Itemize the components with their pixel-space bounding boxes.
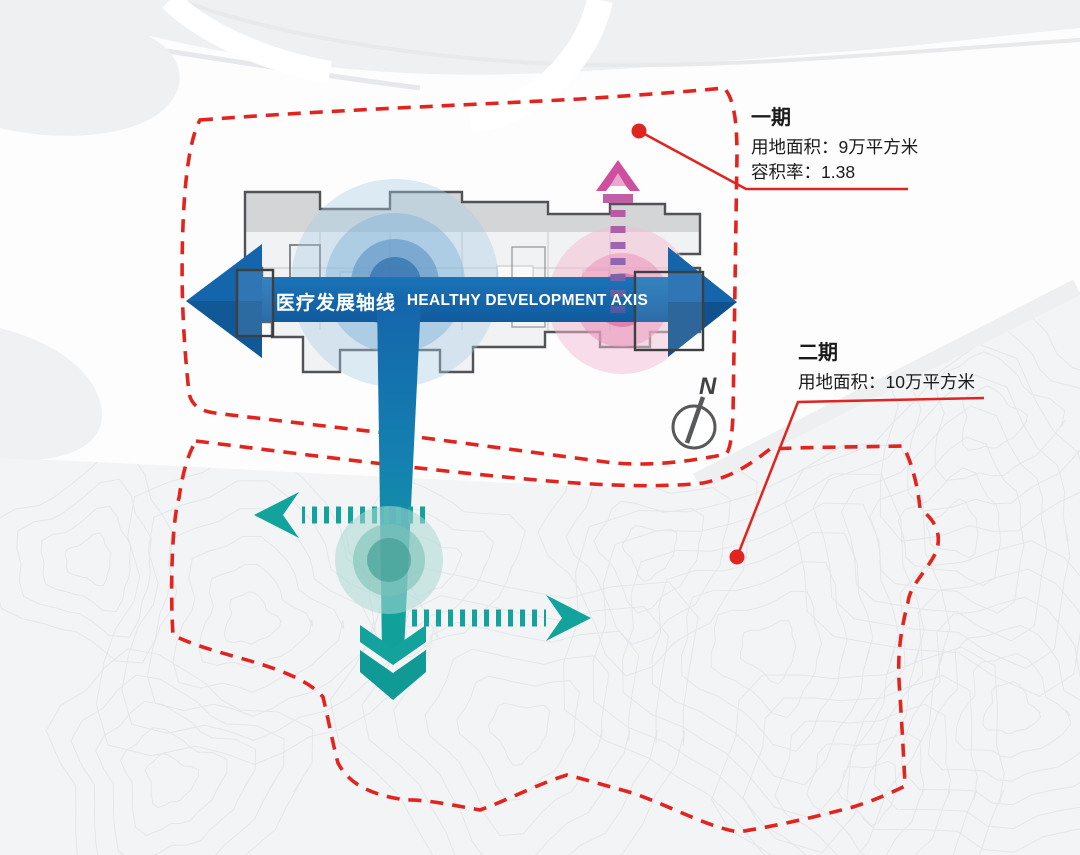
phase1-title: 一期: [751, 107, 791, 129]
terrain-panel: [0, 295, 1080, 855]
growth-arrowhead-inner: [610, 173, 626, 186]
phase2-land-area: 用地面积：10万平方米: [798, 372, 975, 392]
axis-bar: [260, 277, 670, 322]
road-bands: [0, 0, 1080, 461]
phase2-boundary: [169, 439, 941, 834]
phase1-annotation: 一期 用地面积：9万平方米 容积率：1.38: [751, 104, 918, 186]
overlay-block-outline-right: [633, 270, 705, 352]
annotation-leaders: [631, 123, 985, 565]
north-label: N: [699, 373, 717, 400]
north-growth-arrow: [596, 160, 640, 320]
building-top-band: [245, 192, 700, 232]
expansion-arrowhead-right: [546, 595, 591, 641]
left-top-block: [0, 10, 180, 136]
overlay-block-outline-left: [235, 268, 275, 338]
phase2-annotation: 二期 用地面积：10万平方米: [798, 339, 975, 395]
growth-arrow-dash: [603, 194, 633, 203]
axis-arrowhead-left-shade: [186, 301, 262, 358]
expansion-arrowhead-left: [254, 492, 299, 538]
phase2-marker-dot: [729, 549, 745, 565]
axis-arrowhead-left: [186, 244, 262, 358]
phase1-boundary: [180, 86, 739, 466]
phase1-land-area: 用地面积：9万平方米: [751, 137, 919, 157]
road-gap: [162, 0, 332, 83]
phase2-node-glow: [335, 506, 443, 614]
phase1-leader-line: [638, 129, 908, 191]
phase1-marker-dot: [631, 123, 647, 139]
road-gap: [468, 0, 613, 133]
compass-needle: [684, 396, 706, 444]
left-mid-block: [0, 328, 103, 461]
phase2-title: 二期: [798, 342, 838, 364]
phase1-far: 容积率：1.38: [751, 162, 856, 183]
development-axis-arrow: [186, 244, 737, 358]
vertical-axis-arrowhead: [360, 625, 426, 700]
phase2-leader-line: [735, 396, 985, 558]
north-compass-icon: N: [671, 373, 717, 450]
expansion-arrow-right: [400, 595, 591, 641]
